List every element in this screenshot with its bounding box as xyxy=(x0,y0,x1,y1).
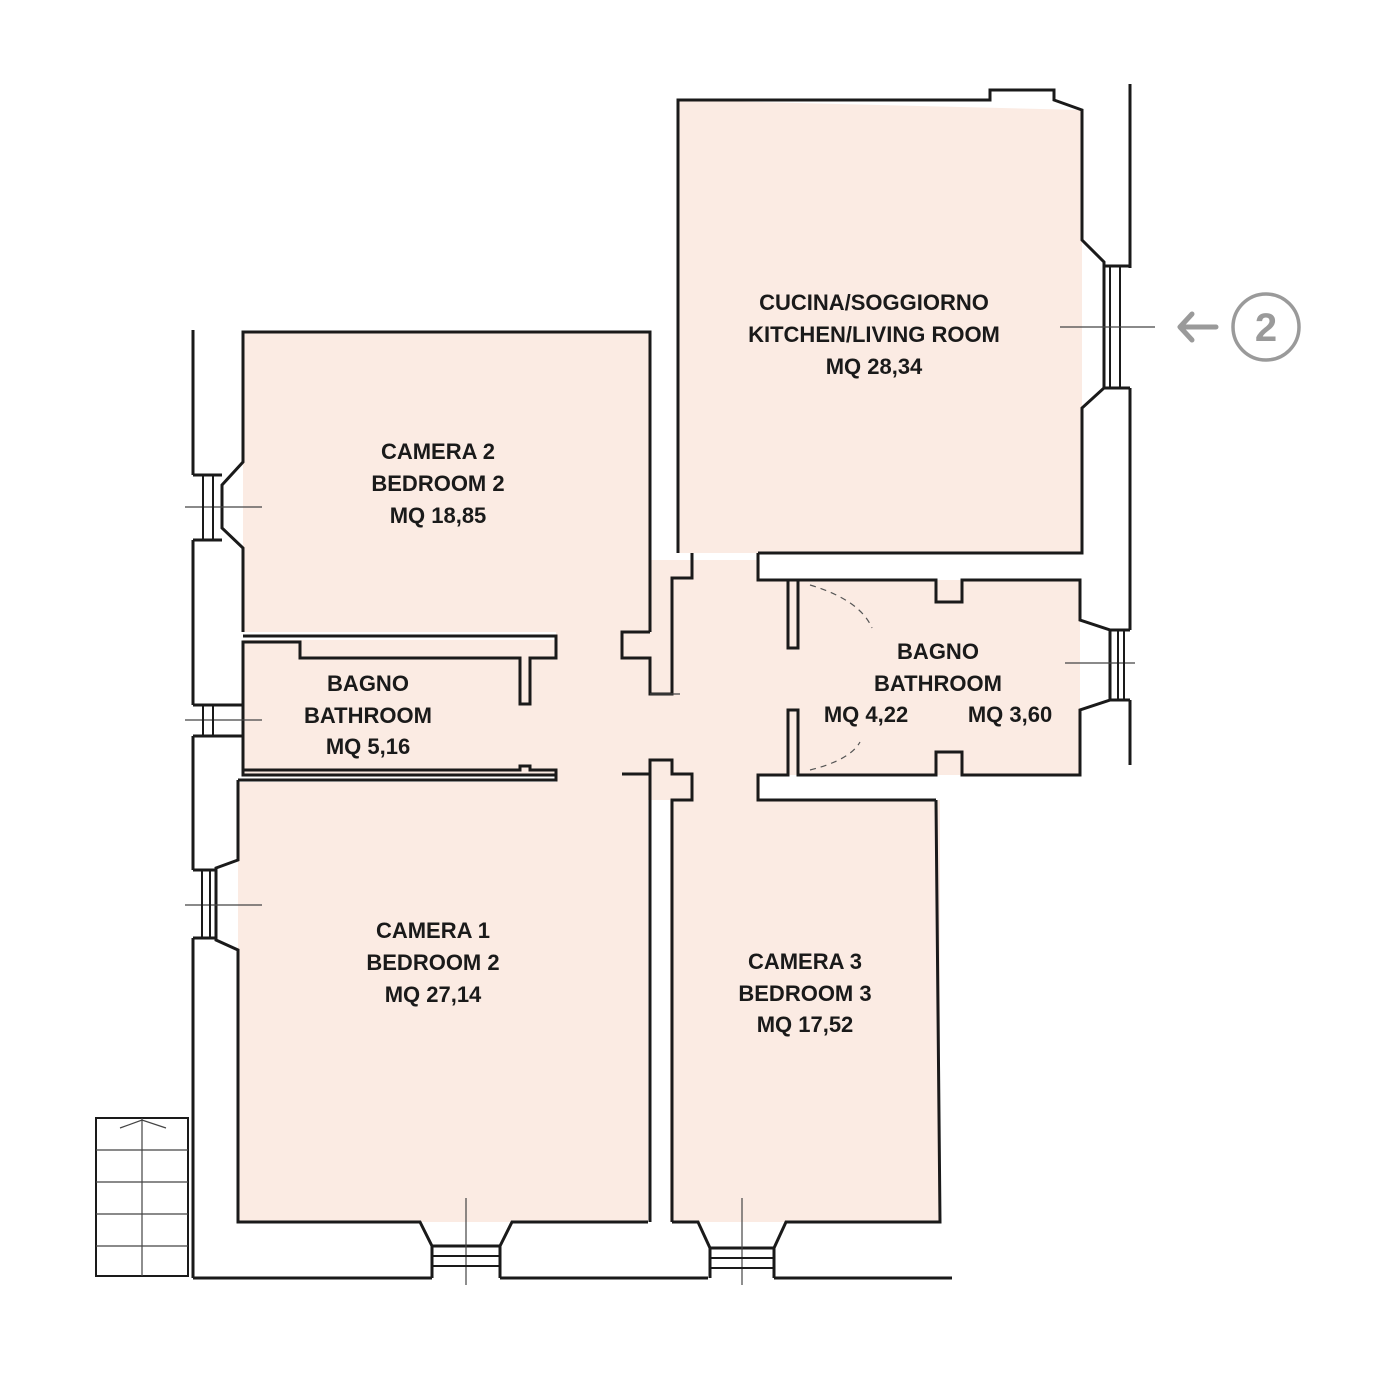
bedroom2-label-it: CAMERA 2 xyxy=(381,439,495,464)
bedroom3-fill xyxy=(670,800,940,1222)
bedroom1-fill xyxy=(238,782,648,1222)
bedroom1-area: MQ 27,14 xyxy=(385,982,482,1007)
bedroom3-area: MQ 17,52 xyxy=(757,1012,854,1037)
bedroom3-label-it: CAMERA 3 xyxy=(748,949,862,974)
stair-up-arrow-icon xyxy=(119,1119,167,1129)
room-fills xyxy=(238,100,1082,1222)
bedroom2-fill xyxy=(243,332,650,632)
bedroom2-area: MQ 18,85 xyxy=(390,503,487,528)
staircase xyxy=(95,1117,189,1277)
bathroom-right-label-it: BAGNO xyxy=(897,639,979,664)
walls xyxy=(185,84,1135,1285)
bedroom3-label-en: BEDROOM 3 xyxy=(738,981,871,1006)
bedroom1-label-it: CAMERA 1 xyxy=(376,918,490,943)
bedroom2-label-en: BEDROOM 2 xyxy=(371,471,504,496)
bedroom1-label-en: BEDROOM 2 xyxy=(366,950,499,975)
bathroom-left-area: MQ 5,16 xyxy=(326,734,410,759)
entrance-number: 2 xyxy=(1255,306,1277,350)
hallway-fill xyxy=(556,560,760,800)
kitchen-label-en: KITCHEN/LIVING ROOM xyxy=(748,322,1000,347)
bathroom-left-label-en: BATHROOM xyxy=(304,703,432,728)
kitchen-fill xyxy=(678,100,1082,553)
kitchen-label-it: CUCINA/SOGGIORNO xyxy=(759,290,989,315)
hallway-area: MQ 4,22 xyxy=(824,702,908,727)
kitchen-area: MQ 28,34 xyxy=(826,354,923,379)
bathroom-right-fill xyxy=(760,580,1080,775)
bathroom-left-label-it: BAGNO xyxy=(327,671,409,696)
bathroom-right-area: MQ 3,60 xyxy=(968,702,1052,727)
bathroom-left-fill xyxy=(243,640,556,775)
bathroom-right-label-en: BATHROOM xyxy=(874,671,1002,696)
marker-circle-icon xyxy=(1231,292,1301,362)
entrance-marker: 2 xyxy=(1060,292,1301,362)
room-labels: CUCINA/SOGGIORNO KITCHEN/LIVING ROOM MQ … xyxy=(304,290,1052,1037)
